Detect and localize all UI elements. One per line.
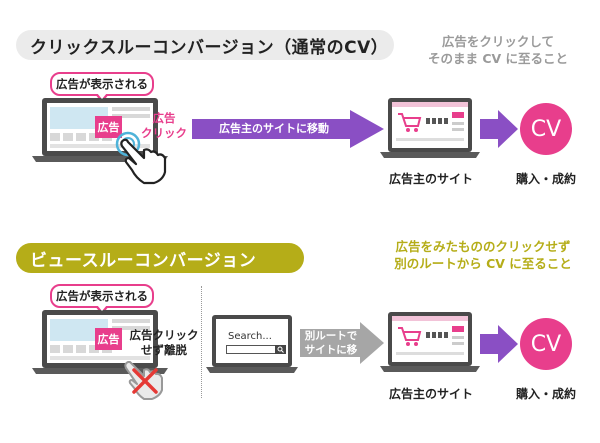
section2-bubble-text: 広告が表示される — [56, 289, 148, 303]
magnifier-icon — [277, 346, 284, 353]
section2-cv-circle: CV — [520, 318, 572, 370]
section2-cv-arrow — [480, 325, 518, 363]
section1-title-text: クリックスルーコンバージョン（通常のCV） — [30, 37, 389, 58]
section2-site-label-text: 広告主のサイト — [388, 387, 473, 401]
section2-title-text: ビュースルーコンバージョン — [30, 250, 257, 271]
red-x-icon — [132, 368, 158, 394]
section2-ad-shown-bubble: 広告が表示される — [50, 284, 154, 315]
section1-cv-text: CV — [530, 116, 562, 142]
search-placeholder: Search... — [228, 331, 272, 342]
section1-arrow-label: 広告主のサイトに移動 — [196, 122, 352, 136]
hand-pointer-icon — [115, 131, 167, 185]
section1-move-arrow — [192, 110, 384, 148]
section1-click-line1: 広告 — [152, 111, 176, 125]
section1-purchase-text: 購入・成約 — [515, 172, 576, 186]
search-button[interactable] — [275, 345, 286, 354]
section2-title: ビュースルーコンバージョン — [16, 243, 304, 273]
section1-site-label: 広告主のサイト — [376, 170, 486, 187]
section2-divider — [201, 286, 202, 398]
section1-note: 広告をクリックして そのまま CV に至ること — [408, 33, 588, 67]
section1-arrow-label-text: 広告主のサイトに移動 — [219, 122, 329, 135]
section2-noclick-line2: せず離脱 — [141, 343, 187, 357]
section2-other-route-arrow — [300, 322, 384, 364]
section2-purchase-label: 購入・成約 — [504, 385, 588, 402]
section1-title: クリックスルーコンバージョン（通常のCV） — [16, 30, 394, 60]
section2-purchase-text: 購入・成約 — [515, 387, 576, 401]
section2-note: 広告をみたもののクリックせず 別のルートから CV に至ること — [376, 238, 590, 272]
section2-note-line1: 広告をみたもののクリックせず — [395, 239, 571, 254]
search-placeholder-text: Search... — [228, 331, 284, 342]
section1-ad-shown-bubble: 広告が表示される — [50, 72, 154, 103]
section2-ad-badge-text: 広告 — [97, 333, 120, 346]
section2-noclick-label: 広告クリック せず離脱 — [128, 328, 200, 358]
section1-cv-circle: CV — [520, 103, 572, 155]
section1-note-line1: 広告をクリックして — [441, 34, 555, 49]
section2-search-laptop-icon — [206, 315, 298, 373]
section1-note-line2: そのまま CV に至ること — [427, 51, 569, 66]
section2-noclick-line1: 広告クリック — [129, 328, 199, 342]
section1-purchase-label: 購入・成約 — [504, 170, 588, 187]
section2-arrow-line1: 別ルートで — [304, 330, 358, 342]
section1-cv-arrow — [480, 110, 518, 148]
search-input[interactable] — [226, 345, 276, 354]
section1-bubble-text: 広告が表示される — [56, 77, 148, 91]
section1-ad-badge-text: 広告 — [97, 121, 120, 134]
section2-note-line2: 別のルートから CV に至ること — [394, 256, 572, 271]
section2-arrow-label: 別ルートで サイトに移動 — [300, 329, 362, 371]
section2-arrow-line2: サイトに移動 — [304, 344, 358, 370]
section1-ad-badge[interactable]: 広告 — [95, 116, 122, 138]
section2-ad-badge[interactable]: 広告 — [95, 328, 122, 350]
section2-advertiser-site-icon — [380, 312, 480, 372]
section1-click-line2: クリック — [141, 126, 187, 140]
section2-cv-text: CV — [530, 331, 562, 357]
section1-advertiser-site-icon — [380, 98, 480, 158]
section2-site-label: 広告主のサイト — [376, 385, 486, 402]
section1-ad-click-label: 広告 クリック — [140, 111, 188, 141]
section1-site-label-text: 広告主のサイト — [388, 172, 473, 186]
